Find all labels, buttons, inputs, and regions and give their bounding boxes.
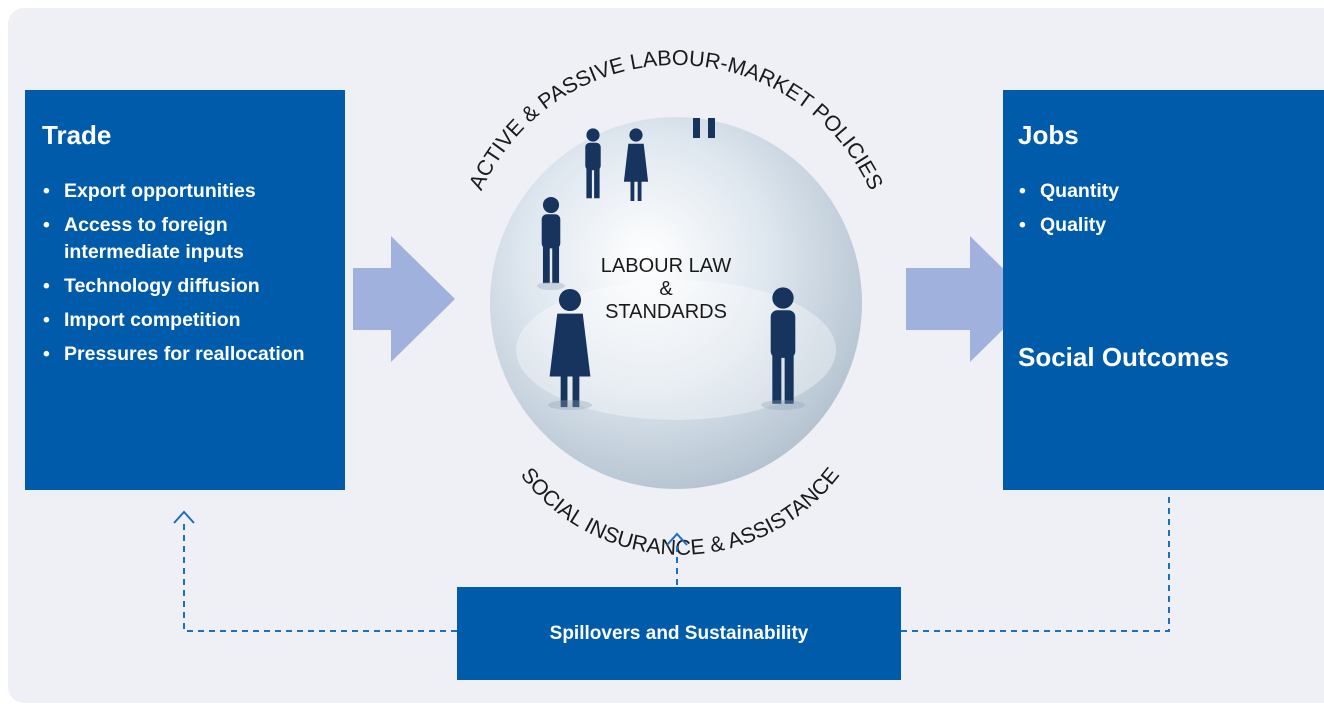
bullet-icon: • (43, 309, 50, 331)
bullet-icon: • (1019, 180, 1026, 202)
dashed-connector-left (183, 522, 457, 632)
center-line-1: LABOUR LAW (600, 255, 732, 277)
left-flow-arrow (353, 236, 455, 362)
list-item: •Pressures for reallocation (42, 341, 342, 368)
person-figure (770, 287, 796, 404)
jobs-title: Jobs (1018, 120, 1079, 150)
list-item: •Quality (1018, 212, 1318, 239)
bullet-icon: • (43, 343, 50, 365)
trade-title: Trade (42, 120, 112, 150)
spillovers-box: Spillovers and Sustainability (457, 587, 901, 680)
person-figure (541, 196, 561, 284)
list-item: •Quantity (1018, 178, 1318, 205)
list-item: •Import competition (42, 307, 342, 334)
people-circle-image (490, 117, 862, 489)
jobs-box: Jobs •Quantity •Quality Social Outcomes (1003, 90, 1324, 490)
list-item: •Technology diffusion (42, 273, 342, 300)
bullet-icon: • (43, 275, 50, 297)
trade-box: Trade •Export opportunities •Access to f… (25, 90, 345, 490)
person-figure (585, 128, 601, 199)
right-flow-arrow (906, 236, 1034, 362)
center-line-3: STANDARDS (605, 301, 727, 323)
person-figure (623, 128, 649, 201)
jobs-list: •Quantity •Quality (1018, 178, 1318, 246)
bullet-icon: • (43, 214, 50, 236)
list-item: •Access to foreign intermediate inputs (43, 214, 244, 263)
up-arrowhead-center-icon (666, 532, 688, 546)
list-item: •Export opportunities (42, 178, 342, 205)
bullet-icon: • (1019, 214, 1026, 236)
spillovers-label: Spillovers and Sustainability (549, 622, 809, 644)
dashed-connector-right (901, 492, 1170, 632)
trade-list: •Export opportunities •Access to foreign… (42, 178, 342, 375)
circle-center-label: LABOUR LAW & STANDARDS (560, 255, 772, 324)
center-line-2: & (659, 278, 673, 300)
up-arrowhead-left-icon (173, 510, 195, 524)
person-figure (549, 288, 591, 408)
social-outcomes-title: Social Outcomes (1018, 342, 1229, 372)
person-figure (693, 118, 715, 138)
bullet-icon: • (43, 180, 50, 202)
